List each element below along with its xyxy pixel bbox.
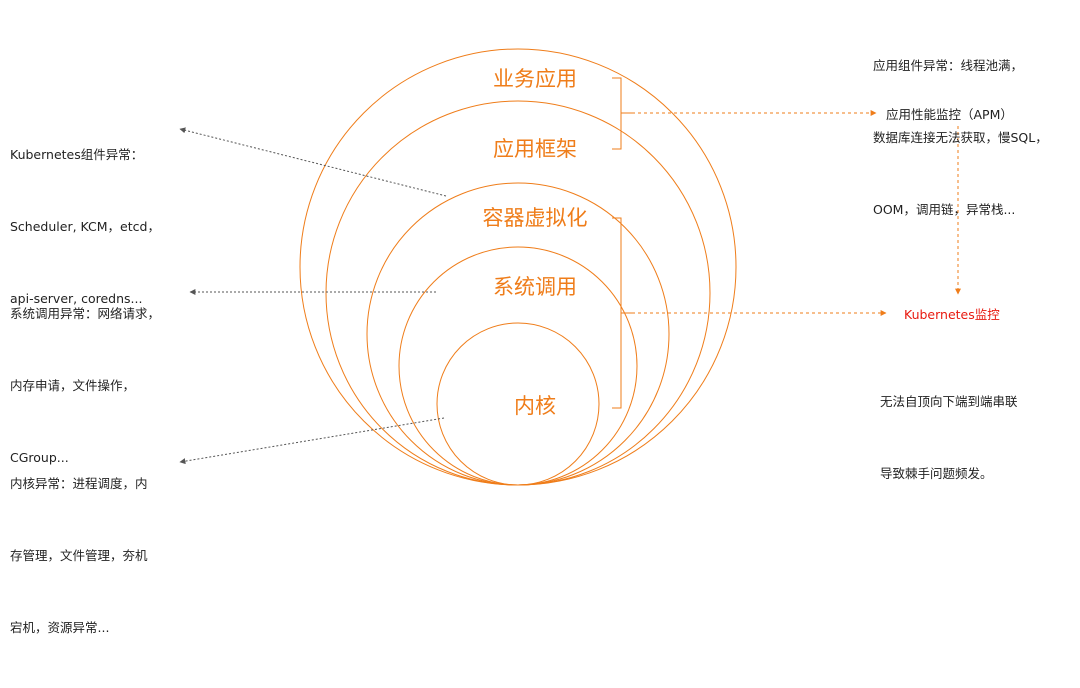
note-line: 无法自顶向下端到端串联 <box>880 394 1018 409</box>
diagram-graphics <box>179 48 961 486</box>
note-kernel: 内核异常：进程调度，内 存管理，文件管理，夯机 宕机，资源异常... <box>10 424 148 688</box>
note-line: 宕机，资源异常... <box>10 620 110 635</box>
bracket-infra-layers <box>612 217 632 409</box>
note-line: 内核异常：进程调度，内 <box>10 476 148 491</box>
layer-label-app-framework: 应用框架 <box>493 137 577 161</box>
note-conclusion: 无法自顶向下端到端串联 导致棘手问题频发。 <box>880 342 1018 534</box>
layer-label-container-virtualization: 容器虚拟化 <box>482 206 588 230</box>
note-line: 存管理，文件管理，夯机 <box>10 548 148 563</box>
note-line: Scheduler, KCM，etcd， <box>10 219 160 234</box>
note-line: 数据库连接无法获取，慢SQL， <box>873 130 1048 145</box>
bracket-app-layers <box>612 77 632 150</box>
note-line: 系统调用异常：网络请求， <box>10 306 161 321</box>
note-line: 导致棘手问题频发。 <box>880 466 993 481</box>
connector-k8s-components-note <box>179 127 447 197</box>
note-line: CGroup... <box>10 450 69 465</box>
layer-label-business-app: 业务应用 <box>493 67 577 91</box>
layer-label-system-call: 系统调用 <box>493 275 577 299</box>
note-line: 应用组件异常：线程池满， <box>873 58 1024 73</box>
circle-kernel <box>436 322 600 486</box>
diagram-canvas: 业务应用 应用框架 容器虚拟化 系统调用 内核 Kubernetes组件异常： … <box>10 6 1048 635</box>
note-app-components: 应用组件异常：线程池满， 数据库连接无法获取，慢SQL， OOM，调用链，异常栈… <box>873 6 1048 270</box>
k8s-monitor-label: Kubernetes监控 <box>904 307 1000 322</box>
note-line: OOM，调用链，异常栈... <box>873 202 1016 217</box>
note-line: Kubernetes组件异常： <box>10 147 144 162</box>
note-k8s-components: Kubernetes组件异常： Scheduler, KCM，etcd， api… <box>10 95 160 359</box>
apm-monitor-label: 应用性能监控（APM） <box>886 107 1013 122</box>
note-line: api-server, coredns... <box>10 291 143 306</box>
note-syscall: 系统调用异常：网络请求， 内存申请，文件操作， CGroup... <box>10 254 160 518</box>
layer-label-kernel: 内核 <box>514 394 556 418</box>
note-line: 内存申请，文件操作， <box>10 378 136 393</box>
connector-kernel-note <box>179 417 445 465</box>
